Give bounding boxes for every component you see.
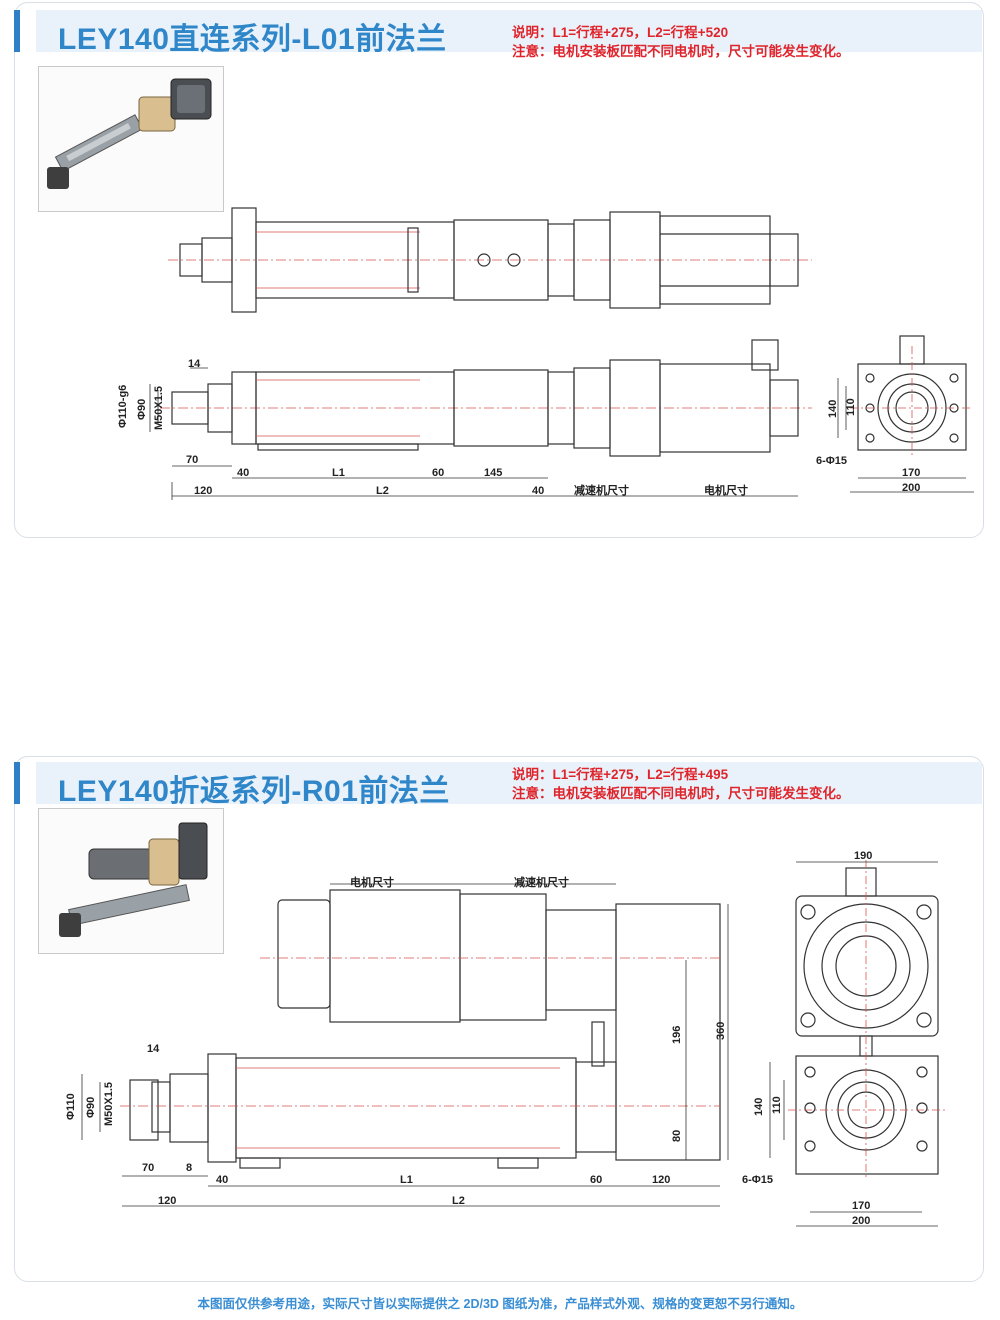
section2-note-1: 说明：L1=行程+275，L2=行程+495 xyxy=(512,767,729,782)
s2-dim-120a: 120 xyxy=(652,1174,670,1186)
section1-side-view xyxy=(160,339,812,457)
s1-dim-170: 170 xyxy=(902,467,920,479)
s1-dim-L2: L2 xyxy=(376,485,389,497)
s1-dim-70: 70 xyxy=(186,454,198,466)
s2-dim-360: 360 xyxy=(715,1022,727,1040)
s2-dim-140: 140 xyxy=(753,1098,765,1116)
s1-dim-phi110: Φ110-g6 xyxy=(117,385,129,428)
s1-dim-reducer: 减速机尺寸 xyxy=(574,483,629,497)
section1-title-bar xyxy=(36,10,982,52)
section1-drawing: 14 Φ110-g6 Φ90 M50X1.5 70 40 L1 60 145 1… xyxy=(117,207,974,500)
s2-dim-L1: L1 xyxy=(400,1174,413,1186)
s2-dim-60: 60 xyxy=(590,1174,602,1186)
section1-note-2: 注意：电机安装板匹配不同电机时，尺寸可能发生变化。 xyxy=(512,44,850,59)
s1-dim-14: 14 xyxy=(188,358,201,370)
section1-header: LEY140直连系列-L01前法兰 xyxy=(14,6,984,56)
s1-dim-phi90: Φ90 xyxy=(136,399,148,420)
s2-dim-L2: L2 xyxy=(452,1195,465,1207)
s2-dim-40: 40 xyxy=(216,1174,228,1186)
s1-dim-motor: 电机尺寸 xyxy=(704,483,748,497)
s2-dim-200: 200 xyxy=(852,1215,870,1227)
footer-disclaimer: 本图面仅供参考用途，实际尺寸皆以实际提供之 2D/3D 图纸为准，产品样式外观、… xyxy=(197,1297,803,1311)
s2-dim-120b: 120 xyxy=(158,1195,176,1207)
s2-dim-motor: 电机尺寸 xyxy=(350,875,394,889)
s1-dim-holes: 6-Φ15 xyxy=(816,455,847,467)
s2-dim-110: 110 xyxy=(771,1096,783,1114)
s2-dim-m50: M50X1.5 xyxy=(103,1082,115,1126)
section2-front-view xyxy=(120,889,721,1169)
s1-dim-40a: 40 xyxy=(237,467,249,479)
s2-dim-14: 14 xyxy=(147,1043,160,1055)
section2-accent-bar xyxy=(14,762,20,804)
section2-title: LEY140折返系列-R01前法兰 xyxy=(58,775,450,808)
s1-dim-140: 140 xyxy=(827,400,839,418)
s2-dim-170: 170 xyxy=(852,1200,870,1212)
s2-dim-reducer: 减速机尺寸 xyxy=(514,875,569,889)
s1-dim-120: 120 xyxy=(194,485,212,497)
s1-dim-40b: 40 xyxy=(532,485,544,497)
section2-note-2: 注意：电机安装板匹配不同电机时，尺寸可能发生变化。 xyxy=(512,786,850,801)
s2-dim-phi90: Φ90 xyxy=(85,1097,97,1118)
s2-dim-190: 190 xyxy=(854,850,872,862)
s2-dim-196: 196 xyxy=(671,1026,683,1044)
section2-product-render xyxy=(59,822,208,937)
s2-dim-holes: 6-Φ15 xyxy=(742,1174,773,1186)
section2-product-photo xyxy=(38,808,224,954)
section1-top-view xyxy=(168,207,812,313)
section1-product-photo xyxy=(38,66,224,212)
s1-dim-L1: L1 xyxy=(332,467,345,479)
s2-dim-8: 8 xyxy=(186,1162,192,1174)
section2-dimension-lines xyxy=(81,861,938,1227)
s2-dim-80: 80 xyxy=(671,1130,683,1142)
section1-note-1: 说明：L1=行程+275，L2=行程+520 xyxy=(512,25,729,40)
section2-end-view xyxy=(788,860,946,1180)
section2-panel xyxy=(14,756,984,1282)
s1-dim-145: 145 xyxy=(484,467,502,479)
s2-dim-70: 70 xyxy=(142,1162,154,1174)
section1-dimension-lines xyxy=(149,367,974,500)
s1-dim-60: 60 xyxy=(432,467,444,479)
s2-dim-phi110: Φ110 xyxy=(65,1093,77,1120)
s1-dim-110: 110 xyxy=(845,398,857,416)
section1-end-view xyxy=(850,335,972,456)
s1-dim-m50: M50X1.5 xyxy=(153,386,165,430)
section1-accent-bar xyxy=(14,10,20,52)
s1-dim-200: 200 xyxy=(902,482,920,494)
section2-title-bar xyxy=(36,762,982,804)
section1-product-render xyxy=(47,78,212,189)
section1-title: LEY140直连系列-L01前法兰 xyxy=(58,23,447,56)
section2-header: LEY140折返系列-R01前法兰 xyxy=(14,758,984,808)
